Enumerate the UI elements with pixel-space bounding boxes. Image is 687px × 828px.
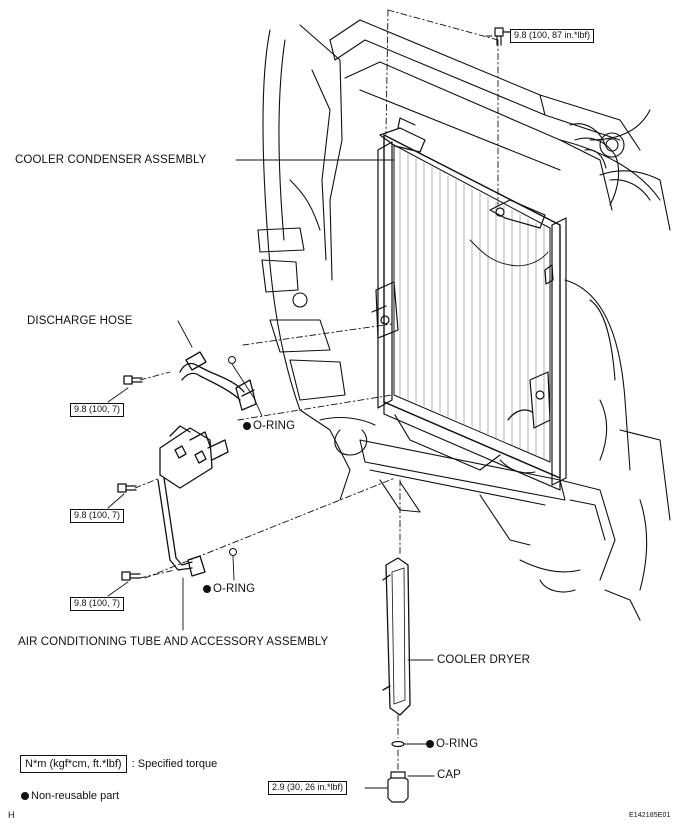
- label-discharge-hose: DISCHARGE HOSE: [27, 315, 133, 327]
- ac-tube-part: [117, 425, 237, 581]
- legend-nonreusable-text: Non-reusable part: [31, 790, 120, 802]
- label-o-ring-3: O-RING: [426, 738, 479, 751]
- torque-cap: 2.9 (30, 26 in.*lbf): [268, 781, 348, 795]
- o-ring-3-text: O-RING: [436, 738, 479, 750]
- torque-tube-bolt-1: 9.8 (100, 7): [70, 509, 125, 523]
- legend-torque-unit-box: N*m (kgf*cm, ft.*lbf): [20, 755, 127, 773]
- torque-tube-bolt-2: 9.8 (100, 7): [70, 597, 125, 611]
- legend-nonreusable: Non-reusable part: [21, 790, 119, 802]
- label-cooler-dryer: COOLER DRYER: [437, 654, 531, 666]
- corner-mark-left: H: [8, 810, 15, 820]
- label-o-ring-2: O-RING: [203, 583, 256, 596]
- legend-torque: N*m (kgf*cm, ft.*lbf) : Specified torque: [20, 755, 217, 773]
- leader-lines: [107, 35, 493, 789]
- label-o-ring-1: O-RING: [243, 420, 296, 433]
- discharge-hose-part: [123, 351, 257, 411]
- condenser-core: [371, 117, 567, 491]
- corner-code-right: E142185E01: [629, 812, 671, 819]
- o-ring-2-text: O-RING: [213, 583, 256, 595]
- label-cooler-condenser-assembly: COOLER CONDENSER ASSEMBLY: [15, 154, 207, 166]
- non-reusable-dot-icon: [203, 585, 211, 593]
- non-reusable-dot-icon: [426, 740, 434, 748]
- cooler-dryer-part: [382, 557, 411, 716]
- non-reusable-dot-icon: [21, 792, 29, 800]
- top-bolt: [494, 27, 511, 46]
- non-reusable-dot-icon: [243, 422, 251, 430]
- label-ac-tube-assembly: AIR CONDITIONING TUBE AND ACCESSORY ASSE…: [18, 636, 329, 648]
- label-cap: CAP: [437, 769, 461, 781]
- torque-hose-bolt: 9.8 (100, 7): [70, 403, 125, 417]
- o-ring-1-text: O-RING: [253, 420, 296, 432]
- torque-top-bolt: 9.8 (100, 87 in.*lbf): [510, 29, 595, 43]
- vehicle-body: [257, 19, 671, 621]
- legend-torque-text: : Specified torque: [131, 758, 218, 770]
- assembly-lines: [134, 9, 499, 771]
